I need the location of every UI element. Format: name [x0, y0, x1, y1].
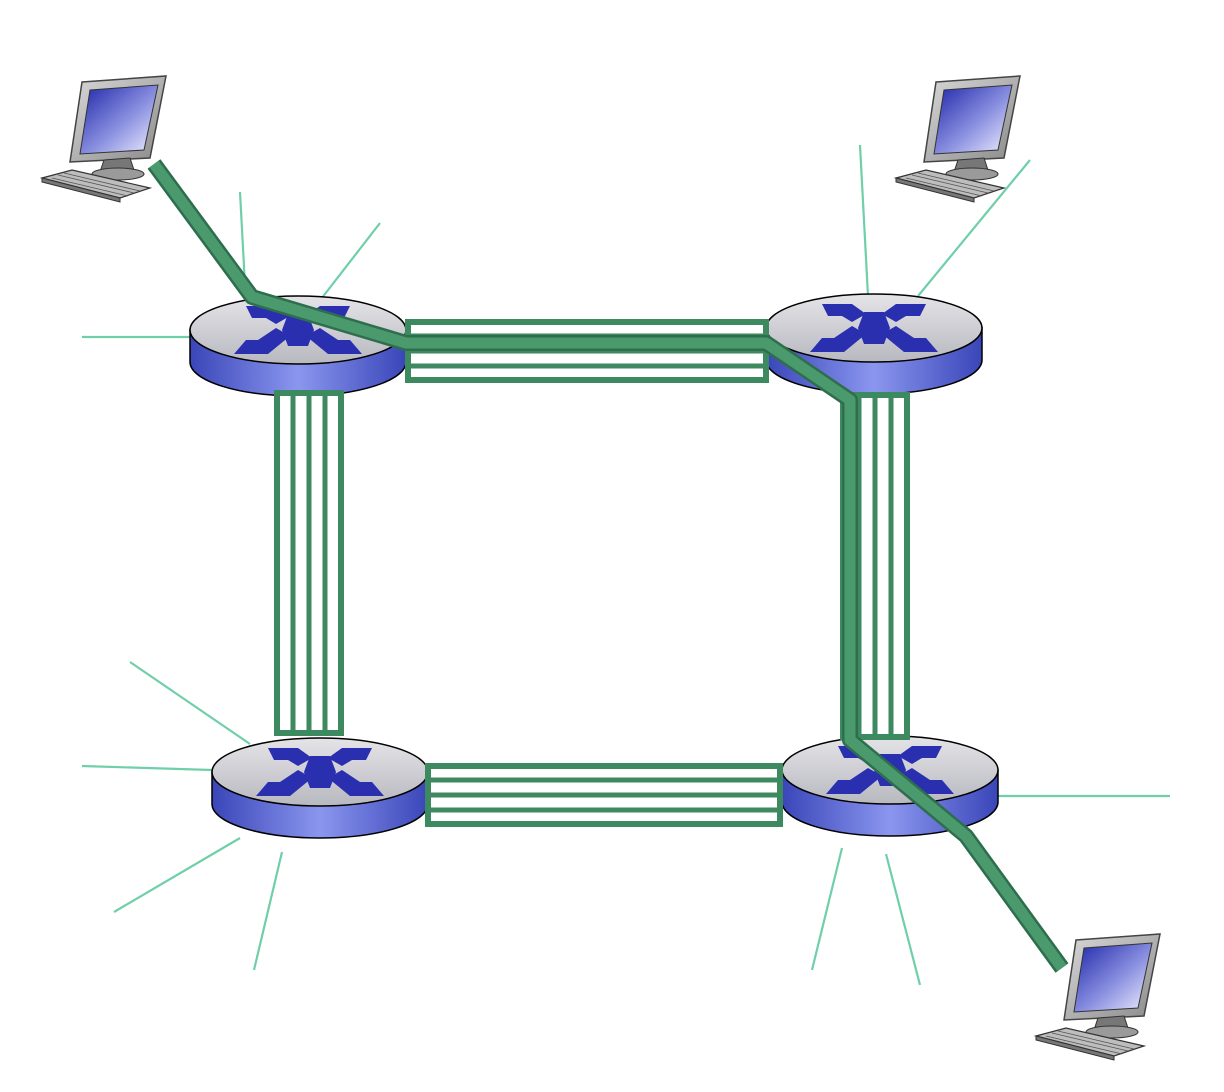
router-bottom-left-icon [211, 737, 429, 839]
access-links [81, 144, 1170, 986]
access-link [113, 837, 241, 913]
access-link [884, 853, 922, 986]
highlighted-circuit [147, 159, 1069, 973]
access-link [81, 764, 213, 772]
host-top-left-desktop-computer-icon [41, 75, 167, 203]
access-link [252, 851, 284, 971]
router-top-right-icon [765, 293, 983, 395]
access-link [917, 159, 1031, 297]
router-bottom-right-icon [781, 735, 999, 837]
access-link [129, 661, 251, 745]
access-link [317, 222, 381, 304]
trunk-left [274, 390, 344, 736]
access-link [810, 847, 844, 971]
host-top-right-desktop-computer-icon [895, 75, 1021, 203]
access-link [858, 144, 870, 297]
trunk-bottom [425, 763, 783, 827]
circuit-path [149, 160, 1067, 972]
